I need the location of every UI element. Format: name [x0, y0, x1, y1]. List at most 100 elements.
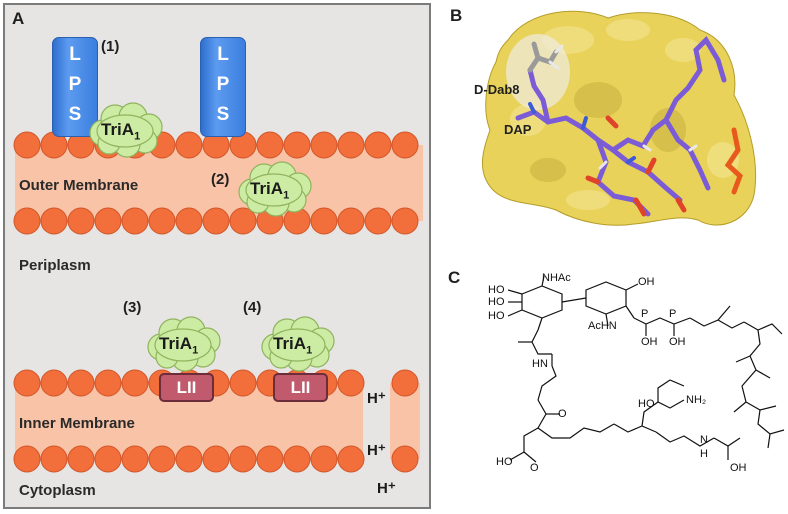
lipid-head: [283, 445, 311, 473]
lipid-head: [148, 207, 176, 235]
panel-c: C NHAc HO HO HO OH AcHN P P OH OH O HN H…: [438, 266, 788, 514]
lps-letter-s: S: [68, 104, 82, 125]
atom-p-1: P: [641, 308, 649, 320]
atom-ho-3: HO: [488, 310, 505, 322]
atom-achn: AcHN: [588, 320, 617, 332]
lipid-head: [310, 207, 338, 235]
lipid-head: [13, 207, 41, 235]
lii-transporter-1: LII: [159, 373, 214, 402]
d-dab8-label: D-Dab8: [474, 82, 520, 97]
atom-ho-2: HO: [488, 296, 505, 308]
atom-hn-1: HN: [532, 358, 548, 370]
step-label-4: (4): [243, 299, 262, 316]
lipid-head: [40, 207, 68, 235]
step-label-3: (3): [123, 299, 142, 316]
triA1-label-2: TriA1: [250, 179, 290, 202]
atom-oh-2: OH: [641, 336, 658, 348]
lipid-head: [256, 445, 284, 473]
atom-p-2: P: [669, 308, 677, 320]
proton-label-1: H⁺: [367, 390, 386, 407]
lps-letter-p: P: [216, 74, 230, 95]
panel-letter-c: C: [448, 268, 461, 287]
lipid-head: [121, 369, 149, 397]
lipid-head: [283, 207, 311, 235]
phosphate-group: [724, 127, 743, 195]
outer-membrane-label: Outer Membrane: [19, 177, 139, 194]
atom-ho-1: HO: [488, 284, 505, 296]
atom-ho-5: HO: [638, 398, 655, 410]
atom-h: H: [700, 448, 708, 460]
lipid-head: [391, 131, 419, 159]
triA1-label-1: TriA1: [101, 120, 141, 143]
atom-oh-4: OH: [730, 462, 747, 474]
lipid-head: [13, 445, 41, 473]
atom-oh-1: OH: [638, 276, 655, 288]
lipid-head: [229, 369, 257, 397]
lipid-head: [283, 131, 311, 159]
lipid-head: [67, 369, 95, 397]
lipid-head: [310, 445, 338, 473]
lipid-head: [121, 207, 149, 235]
lipid-head: [391, 207, 419, 235]
lii-label: LII: [290, 378, 311, 397]
atom-oh-3: OH: [669, 336, 686, 348]
lipid-head: [148, 445, 176, 473]
lps-right: L P S: [200, 37, 246, 137]
lipid-head: [175, 445, 203, 473]
lipid-head: [175, 131, 203, 159]
lipid-head: [94, 369, 122, 397]
lipid-head: [256, 131, 284, 159]
lii-label: LII: [176, 378, 197, 397]
proton-label-2: H⁺: [367, 442, 386, 459]
step-label-1: (1): [101, 38, 120, 55]
lps-left: L P S: [52, 37, 98, 137]
lps-letter-s: S: [216, 104, 230, 125]
lps-letter-l: L: [69, 44, 81, 65]
lipid-head: [13, 131, 41, 159]
panel-letter-a: A: [12, 9, 25, 28]
lipid-head: [94, 445, 122, 473]
lipid-head: [67, 445, 95, 473]
lipid-head: [337, 369, 365, 397]
atom-nhac: NHAc: [542, 272, 571, 284]
atom-o-1: O: [558, 408, 567, 420]
lipid-head: [94, 207, 122, 235]
lipid-head: [40, 369, 68, 397]
lipid-head: [256, 207, 284, 235]
cytoplasm-label: Cytoplasm: [19, 482, 96, 499]
triA1-label-4: TriA1: [273, 334, 313, 357]
lps-letter-p: P: [68, 74, 82, 95]
atom-ho-4: HO: [496, 456, 513, 468]
lipid-head: [67, 207, 95, 235]
lipid-head: [148, 131, 176, 159]
lipid-head: [40, 445, 68, 473]
molecular-surface-render: [481, 10, 757, 226]
lipid-head: [202, 445, 230, 473]
atom-o-2: O: [530, 462, 539, 474]
lipid-head: [121, 445, 149, 473]
lipid-head: [337, 131, 365, 159]
lipid-head: [13, 369, 41, 397]
lipid-head: [364, 207, 392, 235]
d-dab8-highlight: [506, 34, 570, 110]
periplasm-label: Periplasm: [19, 257, 91, 274]
lipid-head: [175, 207, 203, 235]
inner-membrane-label: Inner Membrane: [19, 415, 135, 432]
chemical-structure: [507, 275, 785, 463]
panel-a: A L P S L P S (1) (2) (3) (4): [3, 3, 431, 509]
panel-letter-b: B: [450, 6, 463, 25]
lii-transporter-2: LII: [273, 373, 328, 402]
panel-b: B D-Dab8 DAP: [438, 0, 788, 250]
step-label-2: (2): [211, 171, 230, 188]
lipid-head: [337, 207, 365, 235]
lipid-head: [310, 131, 338, 159]
lipid-head: [229, 207, 257, 235]
lipid-head: [364, 131, 392, 159]
lipid-head: [202, 207, 230, 235]
proton-label-3: H⁺: [377, 480, 396, 497]
atom-n: N: [700, 434, 708, 446]
lipid-heads: [13, 131, 419, 473]
atom-nh2: NH₂: [686, 394, 707, 406]
dap-label: DAP: [504, 122, 532, 137]
lipid-head: [391, 369, 419, 397]
